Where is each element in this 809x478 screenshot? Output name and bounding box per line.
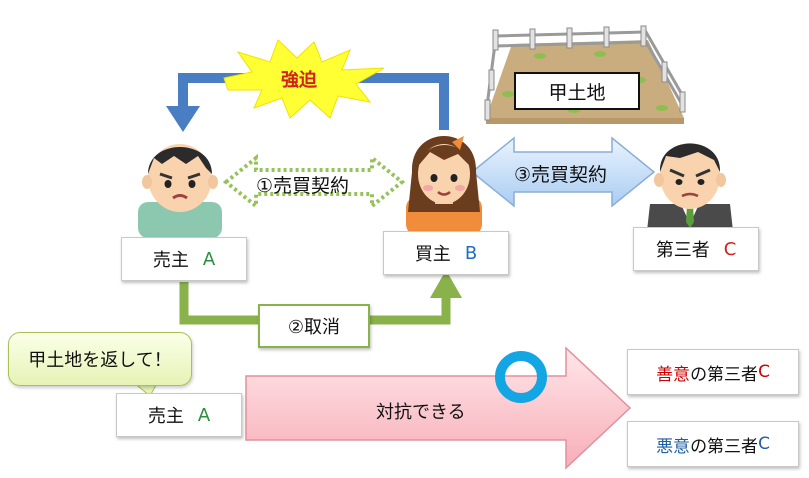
buyer-person [406, 136, 482, 236]
seller2-label: 売主 [147, 406, 184, 427]
oppose-arrow [245, 346, 632, 470]
bad-faith-rest: の第三者 [690, 436, 759, 457]
buyer-box: 買主 B [383, 231, 509, 275]
contract3-arrow [470, 136, 656, 208]
seller-box-2: 売主 A [116, 393, 242, 437]
contract1-label: ①売買契約 [256, 175, 350, 197]
third-party-person [646, 143, 734, 240]
cancel-box: ②取消 [258, 304, 370, 348]
third-party-box: 第三者 C [633, 227, 759, 271]
speech-bubble: 甲土地を返して！ [8, 332, 192, 386]
coercion-arrowhead [166, 106, 200, 132]
bad-faith-prefix: 悪意 [656, 436, 691, 457]
good-faith-box: 善意 の第三者 C [627, 349, 799, 395]
bad-faith-box: 悪意 の第三者 C [627, 421, 799, 467]
coercion-label: 強迫 [281, 70, 317, 91]
bad-faith-letter: C [758, 434, 770, 454]
third-party-label: 第三者 [655, 240, 710, 261]
seller-label: 売主 [152, 250, 189, 271]
good-faith-rest: の第三者 [690, 364, 759, 385]
cancel-arrowhead [430, 270, 462, 298]
good-faith-prefix: 善意 [656, 364, 691, 385]
maru-circle [495, 351, 547, 403]
land-label: 甲土地 [514, 72, 640, 110]
contract3-label: ③売買契約 [514, 164, 608, 186]
coercion-burst [223, 39, 385, 119]
oppose-label: 対抗できる [376, 402, 466, 423]
speech-text: 甲土地を返して！ [28, 350, 172, 371]
seller-person [138, 144, 222, 238]
third-party-letter: C [723, 238, 737, 260]
contract1-arrow [222, 153, 406, 211]
cancel-label: ②取消 [287, 317, 341, 338]
buyer-label: 買主 [414, 244, 451, 265]
seller-letter: A [202, 248, 216, 270]
seller-box: 売主 A [121, 237, 247, 281]
seller2-letter: A [197, 404, 211, 426]
good-faith-letter: C [758, 362, 770, 382]
buyer-letter: B [464, 242, 478, 264]
